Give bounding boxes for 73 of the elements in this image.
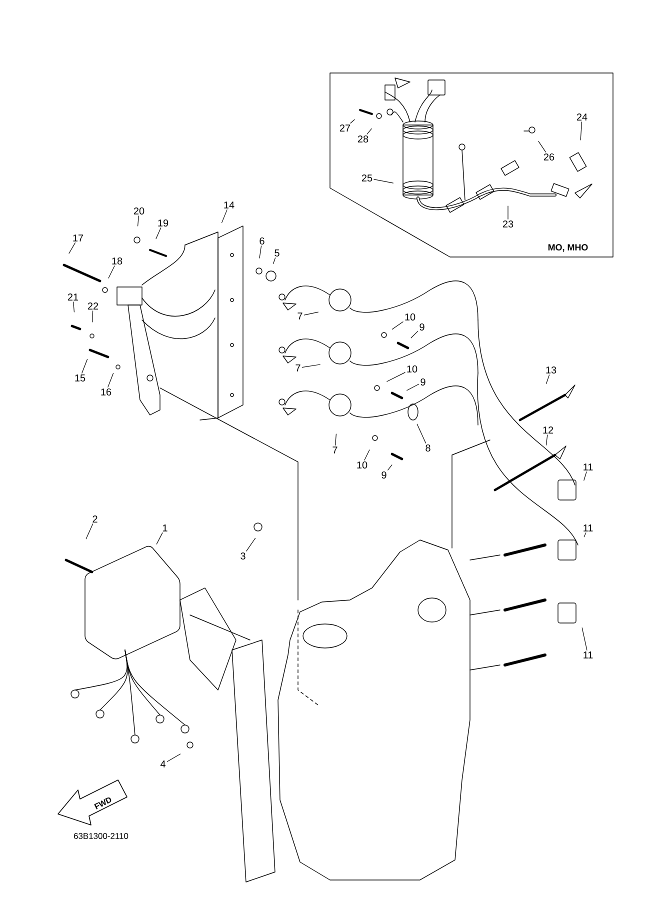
leader-line (416, 424, 426, 444)
callout-number: 20 (134, 207, 144, 215)
callout-number: 1 (163, 524, 168, 532)
leader-line (406, 384, 420, 391)
callout-number: 16 (101, 388, 112, 396)
callout-number: 9 (382, 471, 386, 479)
callout-number: 2 (92, 516, 98, 522)
part-code: 63B1300-2110 (74, 833, 128, 839)
callout-number: 3 (240, 552, 246, 560)
leader-line (366, 128, 372, 134)
callout-number: 13 (546, 366, 556, 374)
leader-line (246, 538, 256, 552)
callout-number: 8 (426, 444, 430, 452)
callout-number: 7 (296, 364, 300, 372)
callout-number: 11 (584, 524, 593, 532)
callout-number: 10 (407, 365, 418, 373)
callout-number: 10 (405, 313, 416, 321)
callout-number: 6 (260, 237, 264, 245)
leader-line (386, 372, 406, 382)
callout-number: 4 (160, 760, 166, 768)
leader-line (580, 122, 582, 140)
callout-number: 28 (358, 135, 368, 143)
leader-line (166, 754, 181, 762)
callout-number: 7 (332, 446, 338, 454)
leader-line (582, 628, 588, 650)
callout-number: 17 (73, 234, 84, 242)
leader-line (335, 434, 336, 446)
leader-line (273, 258, 276, 264)
leader-line (546, 434, 548, 446)
callout-number: 25 (362, 174, 372, 182)
callout-number: 19 (158, 219, 168, 227)
leader-line (138, 216, 139, 226)
leader-line (86, 524, 94, 540)
callout-number: 27 (340, 124, 350, 132)
leader-line (259, 246, 262, 258)
callout-number: 23 (502, 220, 514, 228)
callout-number: 22 (88, 302, 98, 310)
leader-line (584, 532, 586, 538)
variant-label: MO, MHO (548, 244, 588, 252)
callout-number: 21 (68, 294, 78, 300)
callout-number: 24 (576, 114, 588, 120)
leader-line (546, 374, 550, 384)
leader-line (364, 450, 370, 460)
leader-line (68, 242, 76, 254)
leader-line (304, 312, 318, 316)
leader-line (156, 228, 162, 240)
leader-line (73, 302, 74, 312)
callout-number: 10 (357, 461, 368, 469)
callout-number: 11 (584, 652, 593, 658)
callout-number: 7 (298, 312, 302, 320)
leader-line (392, 321, 404, 330)
leader-line (92, 310, 94, 322)
leader-line (350, 119, 355, 124)
leader-line (156, 532, 163, 544)
callout-number: 12 (543, 426, 554, 434)
leader-line (108, 373, 114, 388)
callout-number: 14 (224, 202, 234, 208)
leader-line (388, 464, 392, 470)
callout-number: 5 (274, 250, 280, 256)
leader-line (584, 472, 587, 481)
leader-line (410, 330, 418, 338)
leader-line (302, 364, 320, 368)
leader-line (82, 359, 88, 374)
callout-number: 9 (420, 378, 426, 386)
leader-line (538, 141, 546, 152)
leader-line (374, 179, 394, 184)
leader-line (222, 210, 228, 223)
callout-number: 11 (584, 464, 593, 470)
leader-line (108, 266, 115, 278)
callout-number: 15 (75, 374, 86, 382)
callout-number: 26 (544, 153, 554, 161)
callout-number: 18 (112, 257, 122, 265)
callout-number: 9 (420, 323, 424, 331)
